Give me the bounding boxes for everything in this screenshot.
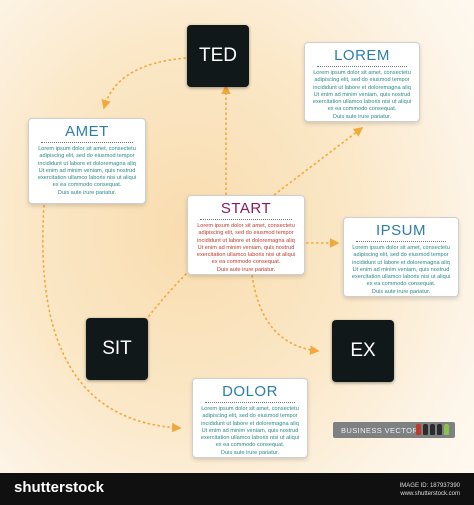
people-figures-icon <box>416 424 449 435</box>
lorem-divider <box>317 66 407 67</box>
arrow-ted-to-amet <box>101 57 187 110</box>
arrow-start-to-ex <box>251 274 320 355</box>
amet-card: AMET Lorem ipsum dolor sit amet, consect… <box>28 118 146 204</box>
sit-node: SIT <box>86 318 148 380</box>
image-id: IMAGE ID: 187937390 <box>399 483 460 489</box>
diagram-canvas: TED SIT EX START Lorem ipsum dolor sit a… <box>0 0 474 473</box>
stock-footer: shutterstock IMAGE ID: 187937390 www.shu… <box>0 473 474 505</box>
dolor-title: DOLOR <box>222 383 278 400</box>
lorem-title: LOREM <box>334 47 390 64</box>
site-url: www.shutterstock.com <box>400 491 460 497</box>
dolor-card: DOLOR Lorem ipsum dolor sit amet, consec… <box>192 378 308 458</box>
lorem-body: Lorem ipsum dolor sit amet, consectetu a… <box>312 70 412 120</box>
sit-label: SIT <box>102 338 132 359</box>
dolor-body: Lorem ipsum dolor sit amet, consectetu a… <box>200 406 300 456</box>
dolor-divider <box>205 402 295 403</box>
arrow-amet-to-dolor <box>42 204 182 433</box>
ipsum-divider <box>356 241 446 242</box>
start-body: Lorem ipsum dolor sit amet, consectetu a… <box>196 223 296 273</box>
ipsum-card: IPSUM Lorem ipsum dolor sit amet, consec… <box>343 217 459 297</box>
amet-divider <box>41 142 133 143</box>
ex-node: EX <box>332 320 394 382</box>
ipsum-title: IPSUM <box>375 222 426 239</box>
ex-label: EX <box>350 340 376 361</box>
shutterstock-logo: shutterstock <box>14 479 105 496</box>
image-id-info: IMAGE ID: 187937390 www.shutterstock.com <box>400 482 460 498</box>
arrow-start-to-lorem <box>269 127 364 199</box>
start-divider <box>200 219 292 220</box>
business-vector-badge: BUSINESS VECTOR <box>333 422 455 438</box>
start-title: START <box>220 200 272 217</box>
ted-label: TED <box>199 45 237 66</box>
amet-body: Lorem ipsum dolor sit amet, consectetu a… <box>37 146 137 196</box>
amet-title: AMET <box>65 123 109 140</box>
ted-node: TED <box>187 25 249 87</box>
badge-label: BUSINESS VECTOR <box>341 425 419 435</box>
start-card: START Lorem ipsum dolor sit amet, consec… <box>187 195 305 275</box>
lorem-card: LOREM Lorem ipsum dolor sit amet, consec… <box>304 42 420 122</box>
ipsum-body: Lorem ipsum dolor sit amet, consectetu a… <box>351 245 451 295</box>
